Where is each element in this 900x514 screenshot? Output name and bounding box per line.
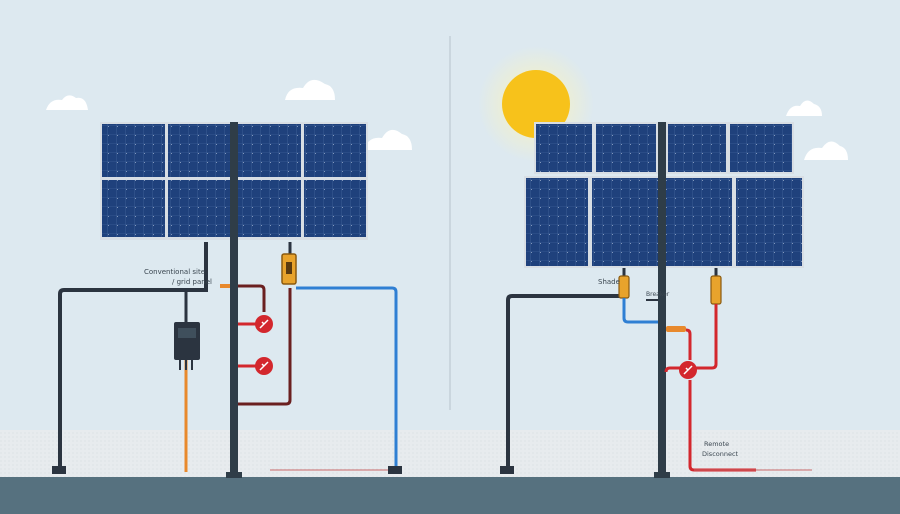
cloud-icon <box>786 100 822 116</box>
circuit-breaker-icon <box>255 315 273 333</box>
left-installation: Conventional site / grid panel <box>52 122 402 478</box>
road-strip <box>0 477 900 514</box>
label-right-lower-2: Disconnect <box>702 450 739 458</box>
ground-strip <box>0 430 900 478</box>
circuit-breaker-icon <box>255 357 273 375</box>
inverter-box-icon <box>174 290 200 370</box>
fuse-icon <box>281 242 297 285</box>
right-pole <box>658 122 666 478</box>
left-red-wire <box>238 284 292 406</box>
label-right-lower-1: Remote <box>704 440 729 448</box>
left-pole <box>230 122 238 478</box>
right-black-wire <box>506 294 620 468</box>
cloud-icon <box>804 141 848 160</box>
right-installation: Shade Breaker Remote Disconnect <box>500 122 812 478</box>
right-blue-wire <box>622 298 658 324</box>
left-blue-wire <box>296 286 398 468</box>
left-solar-panel-array <box>100 122 368 240</box>
label-right-upper: Shade <box>598 278 620 286</box>
cloud-icon <box>46 95 88 110</box>
left-black-wire <box>58 242 208 468</box>
cloud-icon <box>285 79 335 100</box>
right-red-wire <box>664 304 756 472</box>
cloud-icon <box>364 129 412 150</box>
label-left-main: Conventional site <box>144 268 205 276</box>
label-left-sub: / grid panel <box>172 278 212 286</box>
label-right-mid: Breaker <box>646 291 670 298</box>
circuit-breaker-icon <box>679 361 697 379</box>
right-solar-panel-array <box>524 122 804 268</box>
